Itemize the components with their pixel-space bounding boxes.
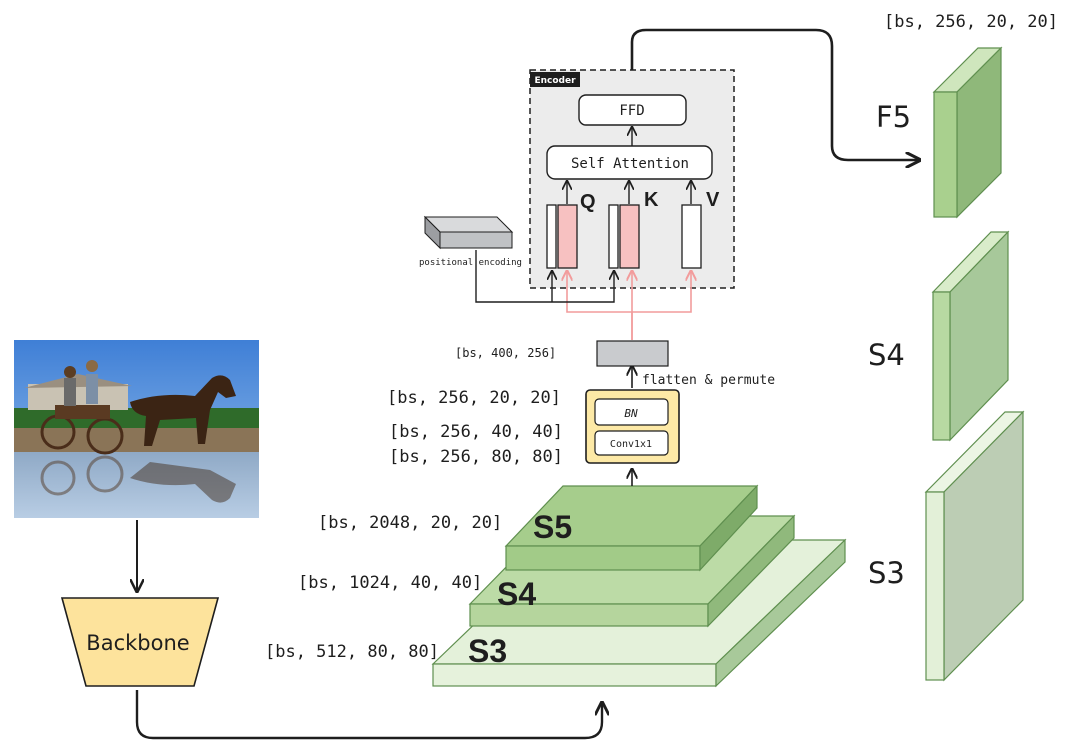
flattened-tokens (596, 340, 669, 367)
backbone-label: Backbone (86, 631, 189, 655)
v-feature-bar (681, 204, 702, 269)
k-feature-bar (619, 204, 640, 269)
positional-encoding-label: positional encoding (419, 258, 522, 268)
ffd-label: FFD (619, 103, 644, 119)
encoder-tag-bg (530, 72, 580, 87)
flatten-permute-label: flatten & permute (642, 373, 775, 388)
shape-s3: [bs, 512, 80, 80] (265, 642, 439, 662)
ffd-box (578, 94, 687, 126)
shape-flat: [bs, 400, 256] (455, 346, 556, 360)
q-feature-bar (557, 204, 578, 269)
backbone-block (60, 597, 220, 687)
encoder-to-f5-arrow (630, 28, 918, 160)
self-attention-label: Self Attention (571, 156, 689, 172)
s3-output-label: S3 (868, 556, 905, 590)
shape-proj-40: [bs, 256, 40, 40] (389, 422, 563, 442)
s4-output-label: S4 (868, 338, 905, 372)
v-label: V (706, 189, 720, 211)
pyramid-s4-label: S4 (497, 576, 536, 612)
q-pos-bar (546, 204, 557, 269)
shape-proj-80: [bs, 256, 80, 80] (389, 447, 563, 467)
shape-s4: [bs, 1024, 40, 40] (298, 573, 482, 593)
encoder-tag: Encoder (534, 76, 576, 86)
backbone-to-pyramid-arrow (135, 690, 602, 740)
shape-f5-out: [bs, 256, 20, 20] (884, 12, 1058, 32)
shape-s5: [bs, 2048, 20, 20] (318, 513, 502, 533)
pos-encoding-arrows (475, 250, 614, 303)
conv1x1-box (594, 430, 669, 456)
bn-label: BN (624, 407, 638, 420)
positional-encoding-block (423, 215, 514, 250)
f5-output-map (932, 46, 1003, 219)
k-label: K (644, 189, 659, 211)
pyramid-s5-slab (504, 484, 759, 572)
pyramid-s5-label: S5 (533, 509, 572, 545)
pyramid-s3-label: S3 (468, 633, 507, 669)
input-image (14, 340, 259, 518)
f5-label: F5 (876, 100, 911, 134)
shape-proj-20: [bs, 256, 20, 20] (387, 388, 561, 408)
q-label: Q (580, 191, 596, 213)
bn-box (594, 398, 669, 426)
self-attention-box (546, 145, 713, 180)
s3-output-map (924, 410, 1025, 682)
tokens-to-qkv-arrows (567, 272, 691, 340)
s4-output-map (931, 230, 1010, 442)
conv1x1-label: Conv1x1 (610, 439, 652, 450)
k-pos-bar (608, 204, 619, 269)
